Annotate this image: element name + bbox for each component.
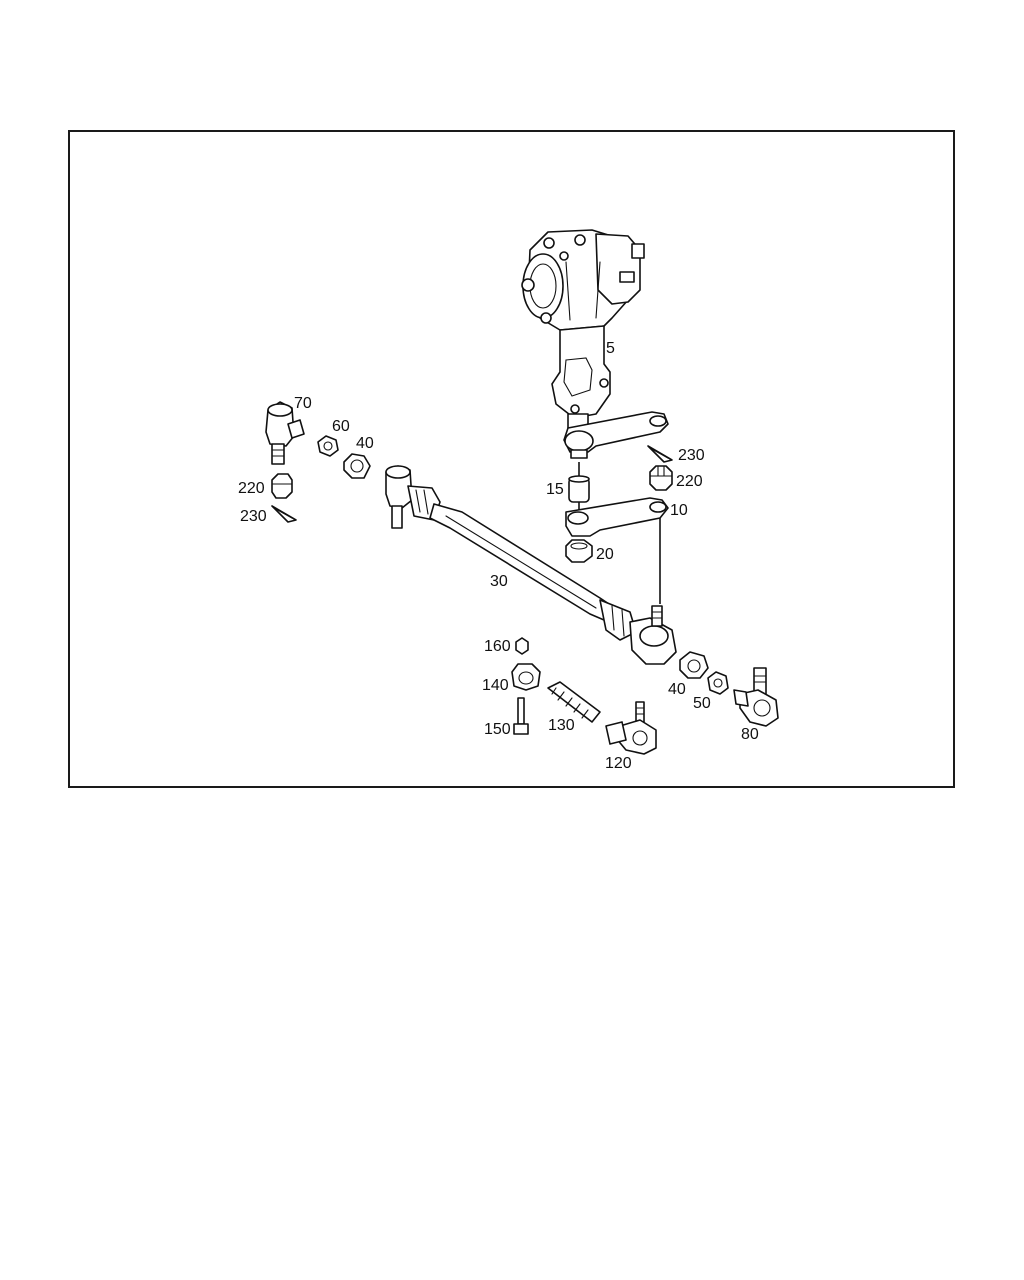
label-30: 30 bbox=[490, 573, 508, 590]
tie-rod-end-70 bbox=[265, 401, 305, 465]
label-230-right: 230 bbox=[678, 447, 705, 464]
adjusting-sleeve-130 bbox=[547, 681, 601, 723]
steering-linkage-diagram: 5 10 15 20 30 40 40 50 60 70 80 120 130 … bbox=[238, 229, 779, 772]
label-20: 20 bbox=[596, 546, 614, 563]
cotter-pin-right bbox=[647, 445, 673, 463]
castle-nut-left bbox=[271, 473, 293, 499]
label-5: 5 bbox=[606, 340, 615, 357]
pitman-arm-upper bbox=[563, 411, 669, 459]
nut-20 bbox=[565, 539, 593, 563]
label-120: 120 bbox=[605, 755, 632, 772]
cotter-pin-left bbox=[271, 505, 297, 523]
castle-nut-right bbox=[649, 465, 673, 491]
bushing bbox=[568, 462, 590, 512]
label-10: 10 bbox=[670, 502, 688, 519]
label-15: 15 bbox=[546, 481, 564, 498]
tie-rod-end-120 bbox=[605, 701, 657, 755]
label-160: 160 bbox=[484, 638, 511, 655]
clamp-140 bbox=[511, 663, 541, 691]
washer-50 bbox=[707, 671, 729, 695]
label-140: 140 bbox=[482, 677, 509, 694]
nut-40-right bbox=[679, 651, 709, 679]
tie-rod-end-80 bbox=[733, 667, 779, 727]
label-40-left: 40 bbox=[356, 435, 374, 452]
label-130: 130 bbox=[548, 717, 575, 734]
label-70: 70 bbox=[294, 395, 312, 412]
nut-160 bbox=[515, 637, 529, 655]
label-230-left: 230 bbox=[240, 508, 267, 525]
label-50: 50 bbox=[693, 695, 711, 712]
nut-40-left bbox=[343, 453, 371, 479]
bolt-150 bbox=[513, 697, 529, 735]
washer-60 bbox=[317, 435, 339, 457]
label-80: 80 bbox=[741, 726, 759, 743]
label-60: 60 bbox=[332, 418, 350, 435]
label-220-right: 220 bbox=[676, 473, 703, 490]
steering-gear-box bbox=[521, 229, 645, 429]
label-40-right: 40 bbox=[668, 681, 686, 698]
label-220-left: 220 bbox=[238, 480, 265, 497]
pitman-arm bbox=[565, 497, 669, 604]
label-150: 150 bbox=[484, 721, 511, 738]
diagram-frame: 5 10 15 20 30 40 40 50 60 70 80 120 130 … bbox=[68, 130, 955, 788]
drag-link bbox=[385, 465, 677, 665]
